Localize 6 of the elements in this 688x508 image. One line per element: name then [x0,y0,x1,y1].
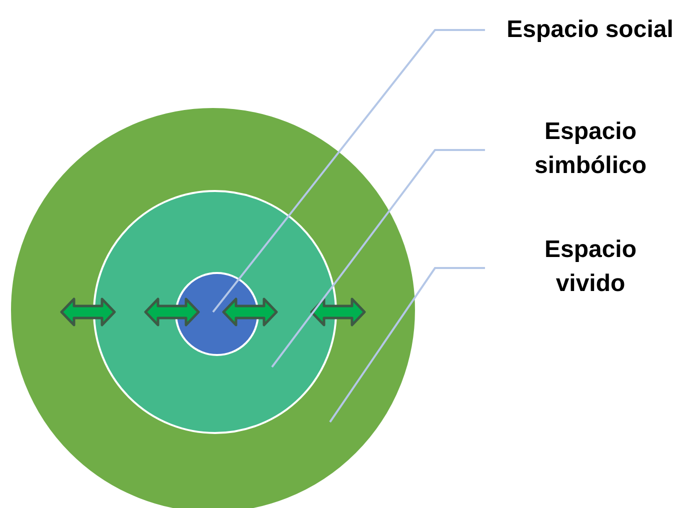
label-text: Espacio social [492,13,688,47]
label-text: Espacio simbólico [518,115,663,183]
leader-line [329,267,485,423]
leader-line [271,149,485,368]
label-text: Espacio vivido [518,233,663,301]
leader-line [212,29,485,313]
